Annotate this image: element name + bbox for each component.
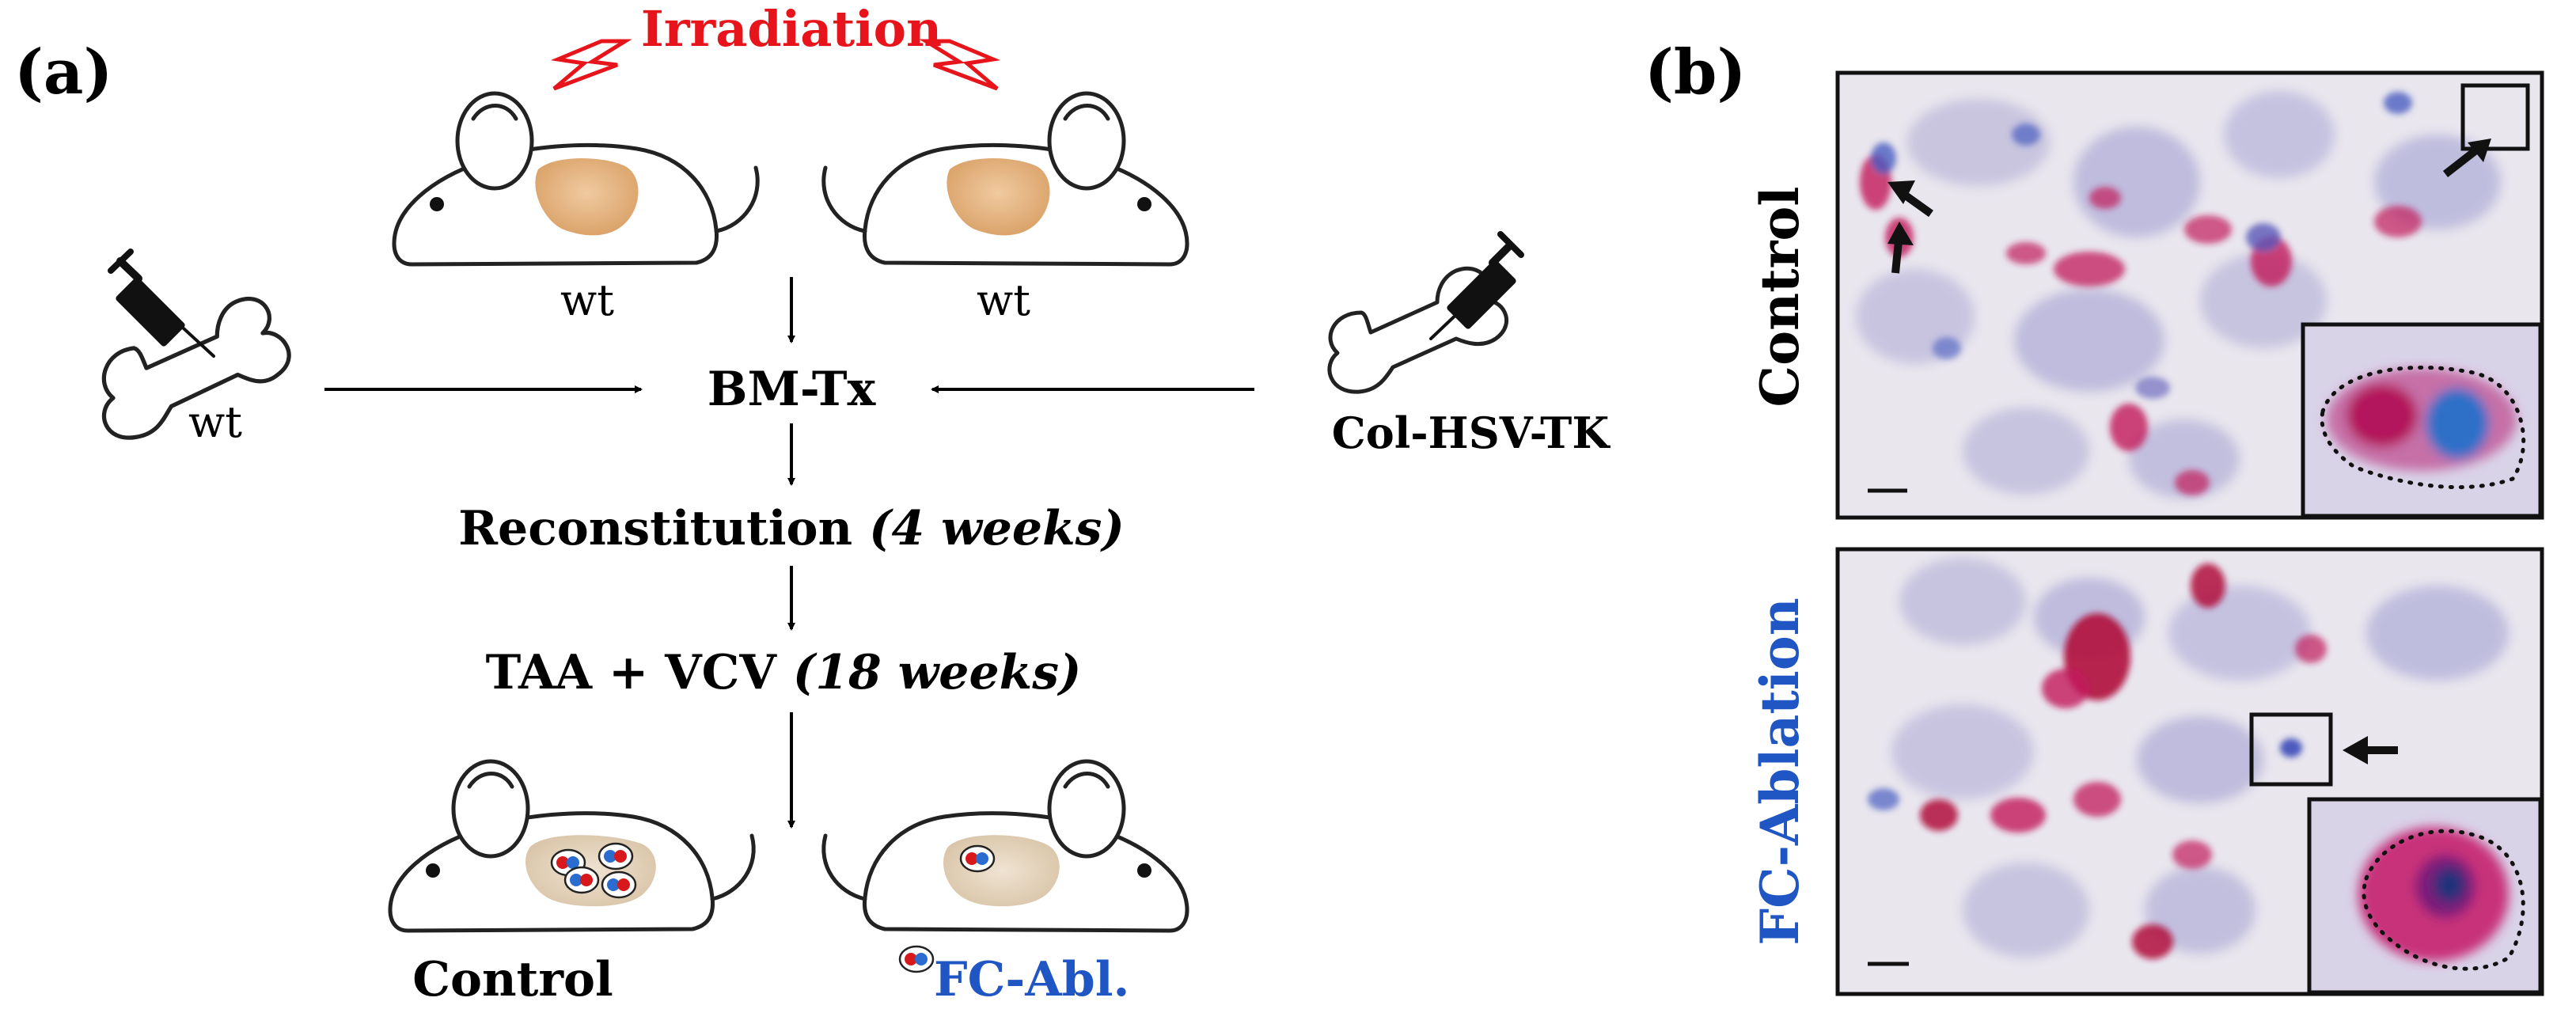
- syringe-right-icon: [1429, 231, 1524, 340]
- mouse-fc-ablation-icon: [821, 759, 1189, 933]
- bm-right-label: Col-HSV-TK: [1332, 408, 1611, 458]
- step-treatment-label: TAA + VCV: [486, 645, 778, 700]
- roi-box-fc-ablation: [2249, 712, 2333, 787]
- donor-left-label: wt: [560, 275, 614, 325]
- cell-marker-group-control: [550, 842, 637, 899]
- irradiation-bolt-right-icon: [919, 39, 1001, 91]
- outcome-fc-ablation-label: FC-Abl.: [934, 952, 1129, 1007]
- row-label-fc-ablation: FC-Ablation: [1749, 597, 1811, 946]
- step-reconstitution: Reconstitution (4 weeks): [458, 501, 1125, 556]
- step-bmtx: BM-Tx: [708, 362, 877, 417]
- syringe-left-icon: [108, 248, 215, 358]
- panel-b-label: (b): [1645, 36, 1746, 108]
- bm-left-label: wt: [188, 397, 242, 447]
- cell-marker-fc-ablation: [959, 844, 996, 873]
- cell-marker-legend-icon: [898, 945, 935, 973]
- outcome-control-label: Control: [412, 952, 613, 1007]
- bone-left-icon: [101, 296, 291, 440]
- pointer-arrows-control: [1887, 138, 2491, 274]
- mouse-donor-right-icon: [821, 91, 1189, 267]
- irradiation-bolt-left-icon: [550, 39, 632, 91]
- panel-a-label: (a): [14, 36, 112, 108]
- step-reconstitution-time: (4 weeks): [869, 501, 1125, 556]
- micrograph-control: [1835, 70, 2544, 520]
- roi-box-control: [2460, 83, 2530, 151]
- flow-arrows: [324, 277, 1254, 829]
- step-treatment-time: (18 weeks): [793, 645, 1082, 700]
- irradiation-label: Irradiation: [641, 0, 942, 58]
- step-treatment: TAA + VCV (18 weeks): [486, 645, 1082, 700]
- micrograph-fc-ablation: [1835, 547, 2544, 996]
- pointer-arrow-fc-ablation: [2343, 736, 2398, 764]
- inset-control: [2303, 324, 2540, 516]
- donor-right-label: wt: [977, 275, 1030, 325]
- mouse-control-icon: [388, 759, 756, 933]
- step-reconstitution-label: Reconstitution: [458, 501, 852, 556]
- inset-fc-ablation: [2309, 799, 2540, 992]
- mouse-donor-left-icon: [392, 91, 760, 267]
- row-label-control: Control: [1749, 187, 1811, 408]
